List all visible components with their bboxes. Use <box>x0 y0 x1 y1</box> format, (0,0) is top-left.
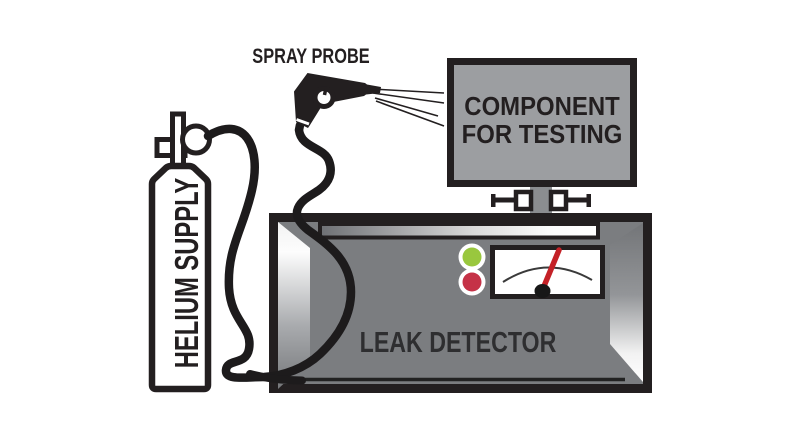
probe-trigger-pin <box>322 89 328 96</box>
fitting-block <box>548 189 569 212</box>
helium-hose <box>203 120 356 385</box>
spray-probe-label: SPRAY PROBE <box>252 44 369 67</box>
analog-meter <box>490 245 605 299</box>
spray-lines <box>371 88 445 127</box>
meter-needle <box>539 247 562 294</box>
probe-body <box>294 73 381 128</box>
right-fitting <box>548 189 591 212</box>
spray-probe <box>294 73 381 128</box>
helium-supply-label: HELIUM SUPPLY <box>169 178 206 369</box>
meter-pivot <box>534 284 551 298</box>
hose-stub <box>246 370 306 385</box>
component-label-line2: FOR TESTING <box>462 120 623 149</box>
component-body <box>447 58 637 187</box>
spray-line <box>371 88 445 94</box>
left-fitting <box>491 189 534 212</box>
cylinder-body <box>148 162 212 393</box>
component-box: COMPONENT FOR TESTING <box>447 58 637 187</box>
mounting-pedestal <box>530 180 552 218</box>
detector-body <box>269 213 652 393</box>
red-led <box>462 272 482 292</box>
fitting-rod <box>566 197 588 203</box>
left-bevel-highlight <box>278 222 310 389</box>
fitting-rod <box>494 197 516 203</box>
fitting-bolt-end <box>491 194 496 207</box>
fitting-bolt-end <box>586 194 591 207</box>
helium-cylinder: HELIUM SUPPLY <box>148 162 212 393</box>
fitting-block <box>513 189 534 212</box>
leak-detector-label: LEAK DETECTOR <box>360 325 557 358</box>
leak-detector: LEAK DETECTOR <box>269 213 652 393</box>
hose-main <box>203 120 356 382</box>
regulator-knob <box>180 123 212 156</box>
spray-line <box>375 100 445 127</box>
meter-scale-arc <box>502 266 593 283</box>
slot-gradient-bar <box>318 222 600 240</box>
probe-trigger-ring <box>312 86 336 109</box>
green-led <box>462 247 482 267</box>
component-label-line1: COMPONENT <box>464 92 619 121</box>
spray-line <box>374 97 439 117</box>
spray-line <box>372 92 445 104</box>
probe-grip-slit <box>295 118 310 126</box>
right-bevel-highlight <box>610 223 643 382</box>
